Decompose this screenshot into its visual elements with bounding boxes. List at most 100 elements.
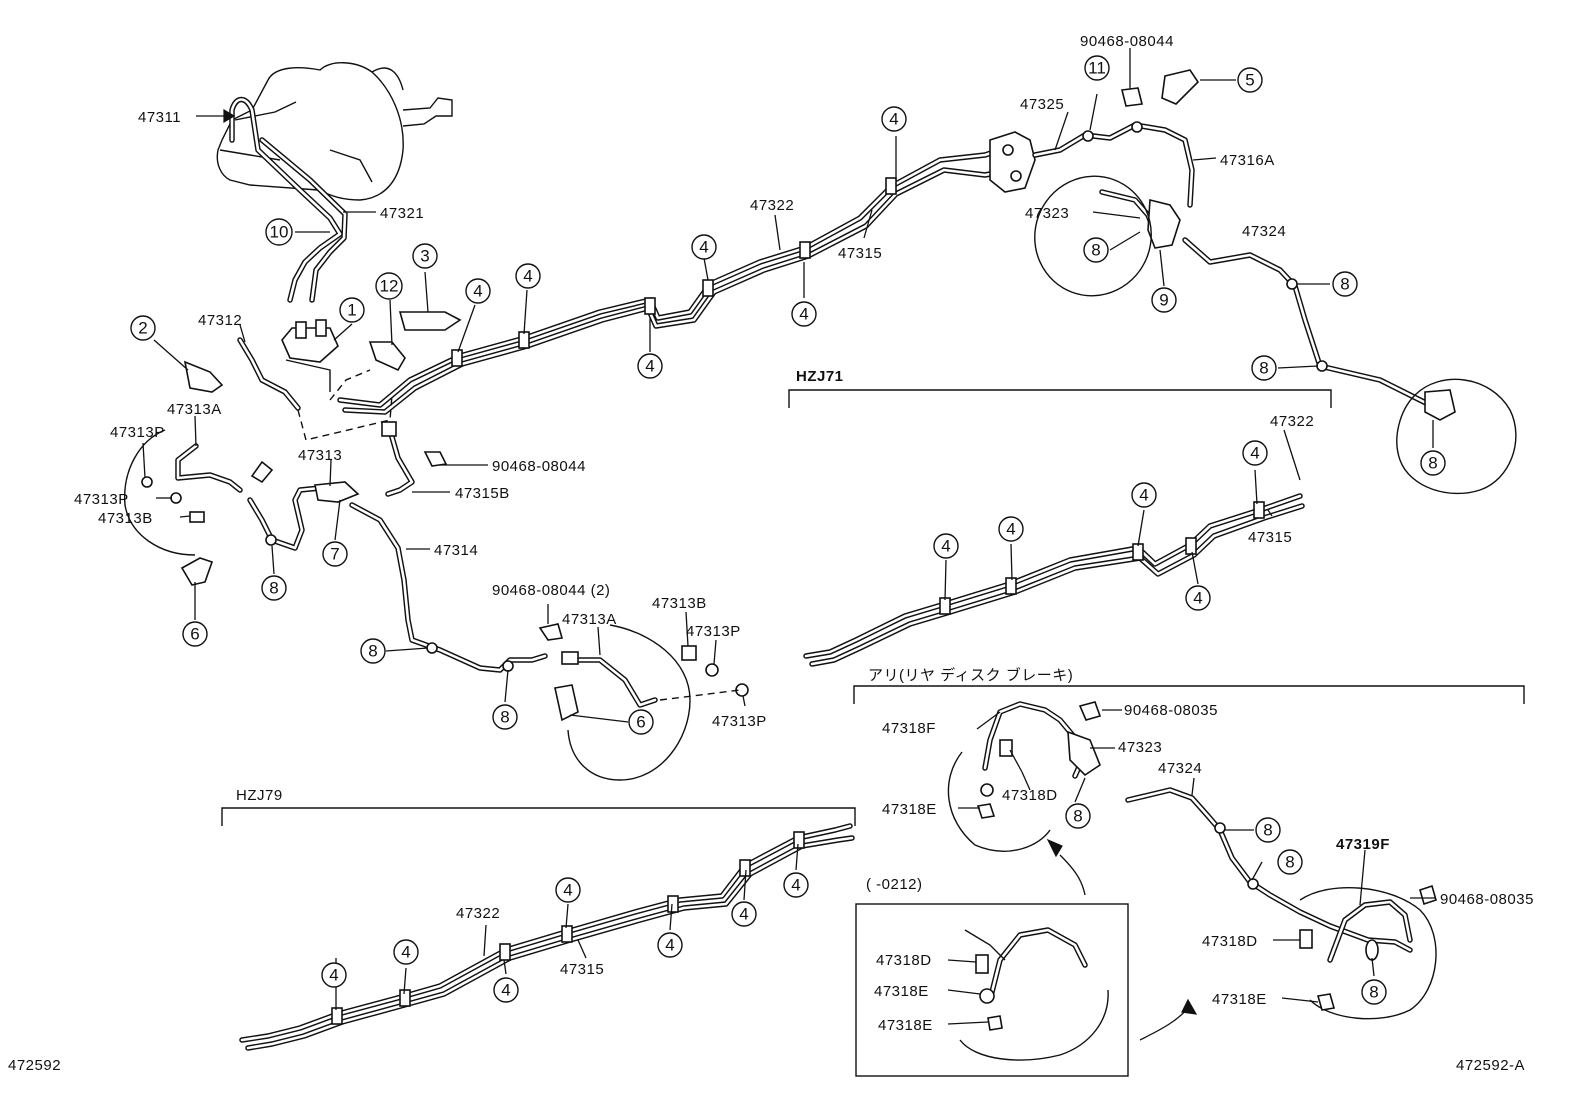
part-label: 47318E	[874, 983, 929, 1000]
part-label: 90468-08044	[1080, 33, 1174, 50]
section-label-hzj71: HZJ71	[796, 368, 844, 385]
section-labels: HZJ71 HZJ79 アリ(リヤ ディスク ブレーキ) ( -0212) 47…	[8, 368, 1525, 1074]
part-label: 47318D	[1002, 787, 1058, 804]
part-label: 47313P	[74, 491, 129, 508]
part-label: 47314	[434, 542, 478, 559]
callout-number: 8	[1259, 359, 1268, 378]
part-label: 47313A	[167, 401, 222, 418]
callout-number: 8	[368, 642, 377, 661]
part-label-bold: 47319F	[1336, 836, 1390, 853]
part-label: 47315	[1248, 529, 1292, 546]
callout-number: 4	[791, 876, 800, 895]
rear-left-drum-outline	[1034, 175, 1152, 297]
brake-booster-assembly	[216, 62, 453, 201]
part-label: 47318D	[1202, 933, 1258, 950]
callout-number: 4	[1006, 520, 1015, 539]
callout-number: 5	[1245, 71, 1254, 90]
part-label: 47313P	[686, 623, 741, 640]
callout-number: 8	[500, 708, 509, 727]
part-label: 47318D	[876, 952, 932, 969]
part-label: 47318E	[878, 1017, 933, 1034]
callout-number: 9	[1159, 291, 1168, 310]
callout-number: 8	[1073, 807, 1082, 826]
callout-number: 4	[563, 881, 572, 900]
part-label: 90468-08044 (2)	[492, 582, 610, 599]
part-label: 47322	[750, 197, 794, 214]
part-label: 47313	[298, 447, 342, 464]
part-label: 47313P	[712, 713, 767, 730]
part-label: 47321	[380, 205, 424, 222]
rear-disc-section	[853, 685, 1525, 1077]
part-label: 90468-08035	[1440, 891, 1534, 908]
section-label-hzj79: HZJ79	[236, 787, 283, 804]
callout-number: 4	[645, 357, 654, 376]
front-area	[124, 311, 749, 781]
part-label: 47313A	[562, 611, 617, 628]
part-label: 47312	[198, 312, 242, 329]
part-label: 47324	[1242, 223, 1286, 240]
callout-number: 8	[1091, 241, 1100, 260]
callout-number: 4	[1250, 444, 1259, 463]
callout-number: 4	[665, 936, 674, 955]
rear-right-drum	[1396, 378, 1517, 495]
main-brake-tubes	[229, 96, 1443, 415]
part-label: 47324	[1158, 760, 1202, 777]
callout-number: 7	[330, 545, 339, 564]
part-label: 47325	[1020, 96, 1064, 113]
part-label: 47322	[456, 905, 500, 922]
callout-number: 4	[473, 282, 482, 301]
section-label-rear-disc: アリ(リヤ ディスク ブレーキ)	[868, 666, 1073, 684]
callout-number: 10	[270, 223, 289, 242]
callout-number: 4	[329, 966, 338, 985]
section-label-range: ( -0212)	[866, 876, 923, 893]
callout-number: 1	[347, 301, 356, 320]
callout-number: 4	[799, 305, 808, 324]
callout-number: 2	[138, 319, 147, 338]
callout-number: 8	[1285, 853, 1294, 872]
part-label: 90468-08044	[492, 458, 586, 475]
hzj71-section	[788, 389, 1332, 667]
callout-number: 8	[1428, 454, 1437, 473]
part-number-labels: 90468-08044 47325 47311 47316A 47321 473…	[74, 33, 1534, 1034]
part-label: 47323	[1118, 739, 1162, 756]
hzj79-section	[221, 807, 856, 1051]
callout-number: 8	[1263, 821, 1272, 840]
callout-number: 4	[889, 110, 898, 129]
callout-number: 8	[1340, 275, 1349, 294]
part-label: 47322	[1270, 413, 1314, 430]
part-label: 47318F	[882, 720, 936, 737]
leader-lines	[142, 48, 1436, 1025]
callout-number: 4	[941, 537, 950, 556]
callout-number: 8	[1369, 983, 1378, 1002]
part-label: 47318E	[1212, 991, 1267, 1008]
part-label: 47316A	[1220, 152, 1275, 169]
part-label: 47313P	[110, 424, 165, 441]
callout-number: 6	[636, 713, 645, 732]
callout-number: 4	[739, 905, 748, 924]
part-label: 47315	[560, 961, 604, 978]
callout-number: 4	[401, 943, 410, 962]
callout-circles: 11 5 4 10 3 12 1 2 4 4 4 4 4 8 9 8 8 8 7…	[130, 55, 1446, 1005]
callout-number: 12	[380, 277, 399, 296]
callout-number: 4	[1193, 589, 1202, 608]
callout-number: 11	[1088, 59, 1106, 78]
part-label: 47313B	[98, 510, 153, 527]
diagram-code-left: 472592	[8, 1057, 61, 1074]
part-label: 47311	[138, 109, 181, 126]
part-label: 47315	[838, 245, 882, 262]
callout-number: 4	[1139, 486, 1148, 505]
part-label: 47318E	[882, 801, 937, 818]
inset-box	[855, 903, 1129, 1077]
callout-number: 4	[501, 981, 510, 1000]
part-label: 47313B	[652, 595, 707, 612]
callout-number: 3	[420, 247, 429, 266]
part-label: 90468-08035	[1124, 702, 1218, 719]
diagram-code-right: 472592-A	[1456, 1057, 1525, 1074]
callout-number: 4	[523, 267, 532, 286]
part-label: 47315B	[455, 485, 510, 502]
callout-number: 8	[269, 579, 278, 598]
callout-number: 4	[699, 238, 708, 257]
part-label: 47323	[1025, 205, 1069, 222]
